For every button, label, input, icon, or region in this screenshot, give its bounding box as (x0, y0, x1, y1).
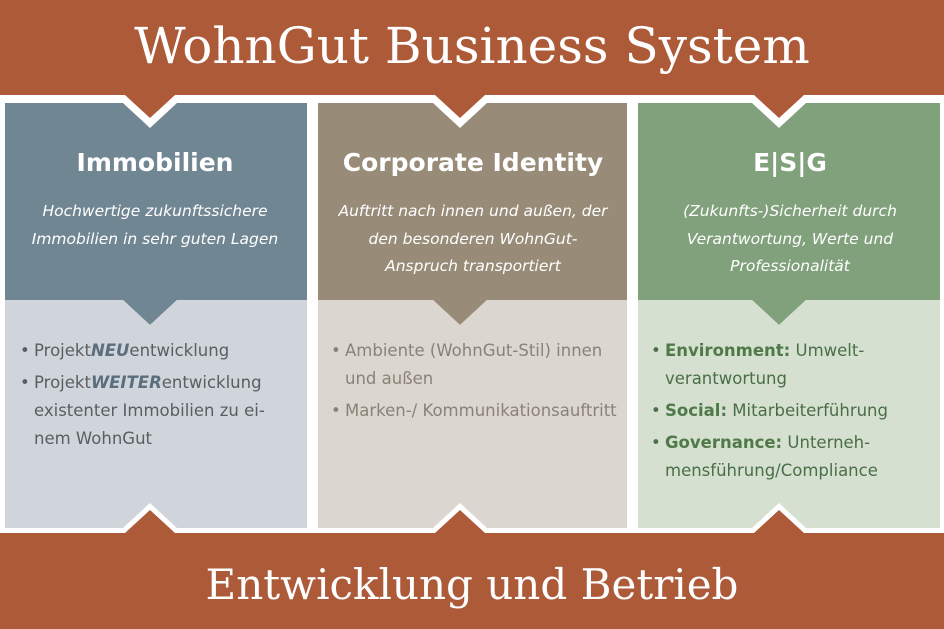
list-item: Marken-/ Kommunikationsauftritt (331, 397, 617, 425)
footer-title: Entwicklung und Betrieb (205, 560, 739, 609)
immobilien-list: ProjektNEUentwicklung ProjektWEITERentwi… (20, 337, 292, 457)
ci-header-box (318, 103, 627, 325)
corporate-identity-description: Auftritt nach innen und außen, der den b… (338, 202, 608, 275)
list-item: ProjektWEITERentwicklung existenter Immo… (20, 369, 292, 453)
item-label: Social: (665, 401, 728, 420)
corporate-identity-list: Ambiente (WohnGut-Stil) innen und außen … (331, 337, 617, 429)
esg-description: (Zukunfts-)Sicherheit durch Verantwortun… (683, 202, 897, 275)
list-item: Environment: Umwelt-verantwortung (651, 337, 931, 393)
esg-list: Environment: Umwelt-verantwortung Social… (651, 337, 931, 489)
item-prefix: Projekt (34, 373, 91, 392)
page-title: WohnGut Business System (134, 17, 810, 75)
list-item: ProjektNEUentwicklung (20, 337, 292, 365)
item-prefix: Projekt (34, 341, 91, 360)
item-suffix: entwicklung (129, 341, 230, 360)
esg-title: E|S|G (753, 148, 827, 177)
item-label: Governance: (665, 433, 783, 452)
item-suffix: entwicklung existenter Immobilien zu ei-… (34, 373, 265, 448)
immobilien-title: Immobilien (76, 148, 234, 177)
item-text: Unterneh-mensführung/Compliance (665, 433, 878, 480)
list-item: Governance: Unterneh-mensführung/Complia… (651, 429, 931, 485)
list-item: Ambiente (WohnGut-Stil) innen und außen (331, 337, 617, 393)
top-banner-shape (0, 0, 944, 118)
item-text: Umwelt-verantwortung (665, 341, 865, 388)
bottom-banner-shape (0, 510, 944, 629)
esg-column: E|S|G (Zukunfts-)Sicherheit durch Verant… (641, 0, 939, 629)
item-emphasis: WEITER (90, 373, 162, 392)
list-item: Social: Mitarbeiterführung (651, 397, 931, 425)
immobilien-header-box (5, 103, 307, 325)
item-label: Environment: (665, 341, 791, 360)
item-text: Mitarbeiterführung (727, 401, 888, 420)
corporate-identity-title: Corporate Identity (342, 148, 604, 177)
item-emphasis: NEU (90, 341, 130, 360)
esg-header-box (638, 103, 940, 325)
immobilien-description: Hochwertige zukunftssichere Immobilien i… (31, 202, 279, 248)
immobilien-column: Immobilien Hochwertige zukunftssichere I… (10, 0, 300, 629)
corporate-identity-column: Corporate Identity Auftritt nach innen u… (321, 0, 625, 629)
